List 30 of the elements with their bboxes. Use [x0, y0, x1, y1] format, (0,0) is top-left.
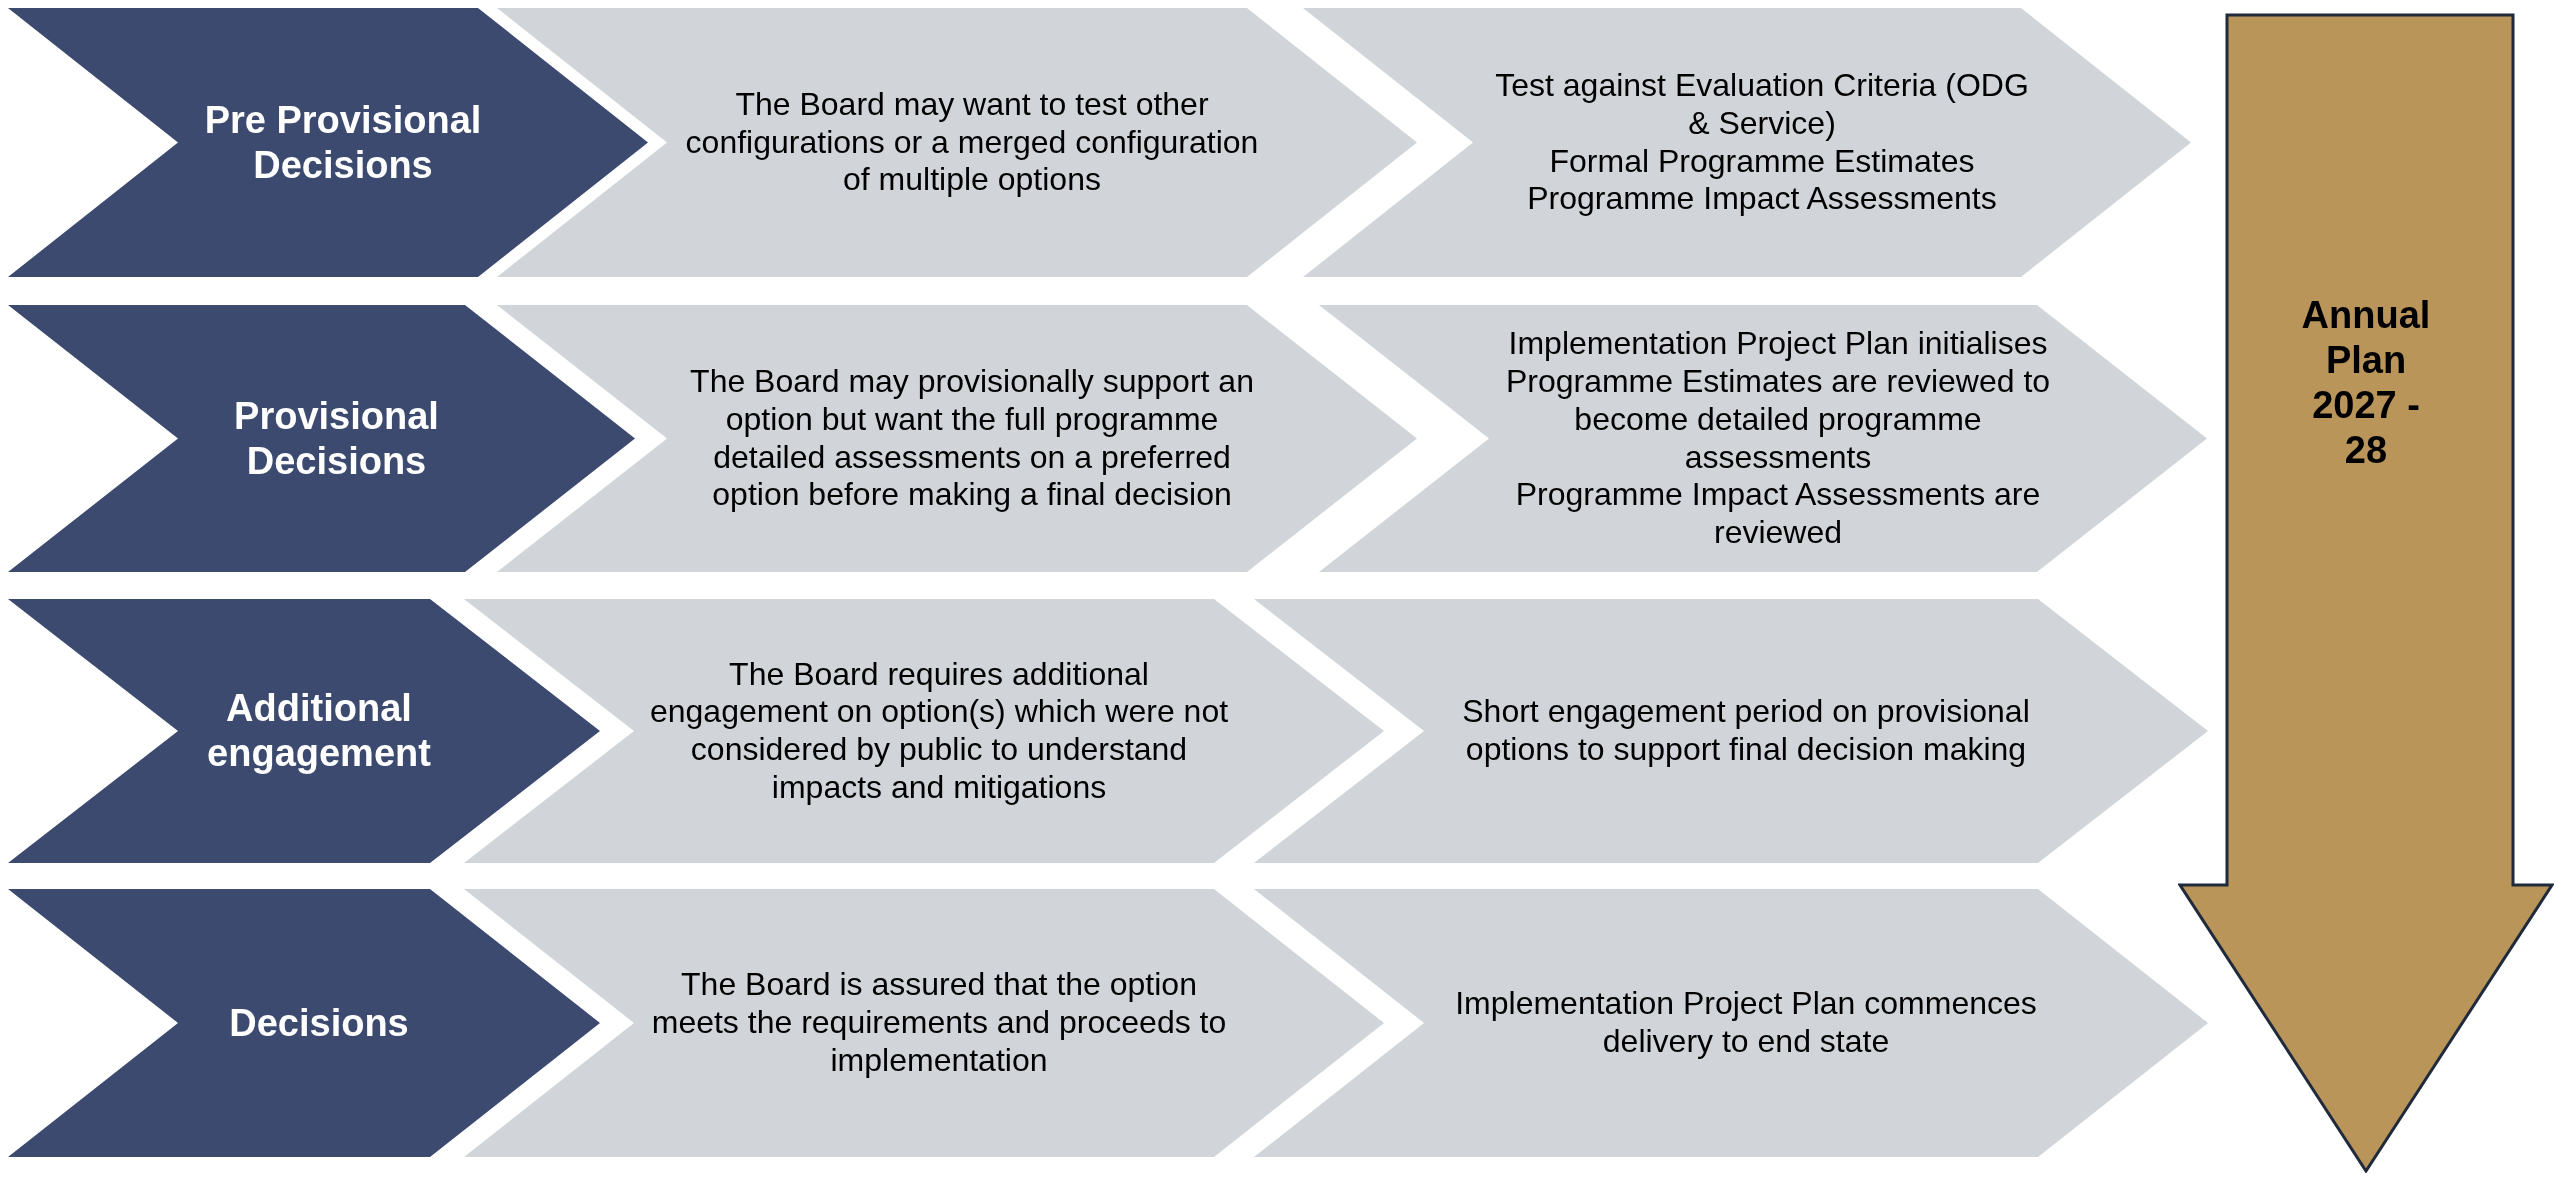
timeline-banner — [2178, 13, 2554, 1173]
stage-description: Formal Programme Estimates — [1549, 142, 1975, 181]
stage-title: Provisional Decisions — [233, 393, 440, 484]
stage-description: Short engagement period on provisional options to support final decision making — [1461, 693, 2031, 769]
stage-description: Implementation Project Plan commences delivery to end state — [1454, 985, 2038, 1061]
stage-panel — [8, 8, 648, 277]
stage-description: The Board may want to test other configurations or a merged configuration of multiple options — [684, 85, 1260, 200]
stage-panel — [497, 305, 1417, 572]
stage-description: Programme Impact Assessments are reviewed — [1514, 476, 2042, 552]
stage-panel — [8, 889, 600, 1157]
stage-panel — [8, 305, 635, 572]
stage-description: The Board requires additional engagement on option(s) which were not considered by public to understand impacts and mitigations — [648, 655, 1230, 807]
arrow-label: Annual Plan 2027 - 28 — [2301, 293, 2431, 473]
stage-panel — [464, 889, 1384, 1157]
stage-description: The Board may provisionally support an option but want the full programme detailed assessments on a preferred option before making a final decision — [689, 363, 1255, 514]
stage-panel — [497, 8, 1417, 277]
stage-description: Programme Impact Assessments — [1527, 180, 1997, 218]
stage-title: Additional engagement — [206, 686, 432, 776]
stage-panel — [1254, 889, 2208, 1157]
stage-description: Test against Evaluation Criteria (ODG & Service) — [1494, 67, 2030, 143]
stage-panel — [464, 599, 1384, 863]
stage-panel — [8, 599, 600, 863]
stage-title: Decisions — [229, 1000, 409, 1046]
stage-panel — [1319, 305, 2207, 572]
stage-description: Implementation Project Plan initialises — [1508, 325, 2048, 363]
stage-description: The Board is assured that the option meets the requirements and proceeds to implementation — [650, 966, 1228, 1080]
stage-title: Pre Provisional Decisions — [203, 97, 483, 188]
stage-description: Programme Estimates are reviewed to become detailed programme assessments — [1504, 363, 2052, 477]
stage-panel — [1303, 8, 2191, 277]
stage-panel — [1254, 599, 2208, 863]
